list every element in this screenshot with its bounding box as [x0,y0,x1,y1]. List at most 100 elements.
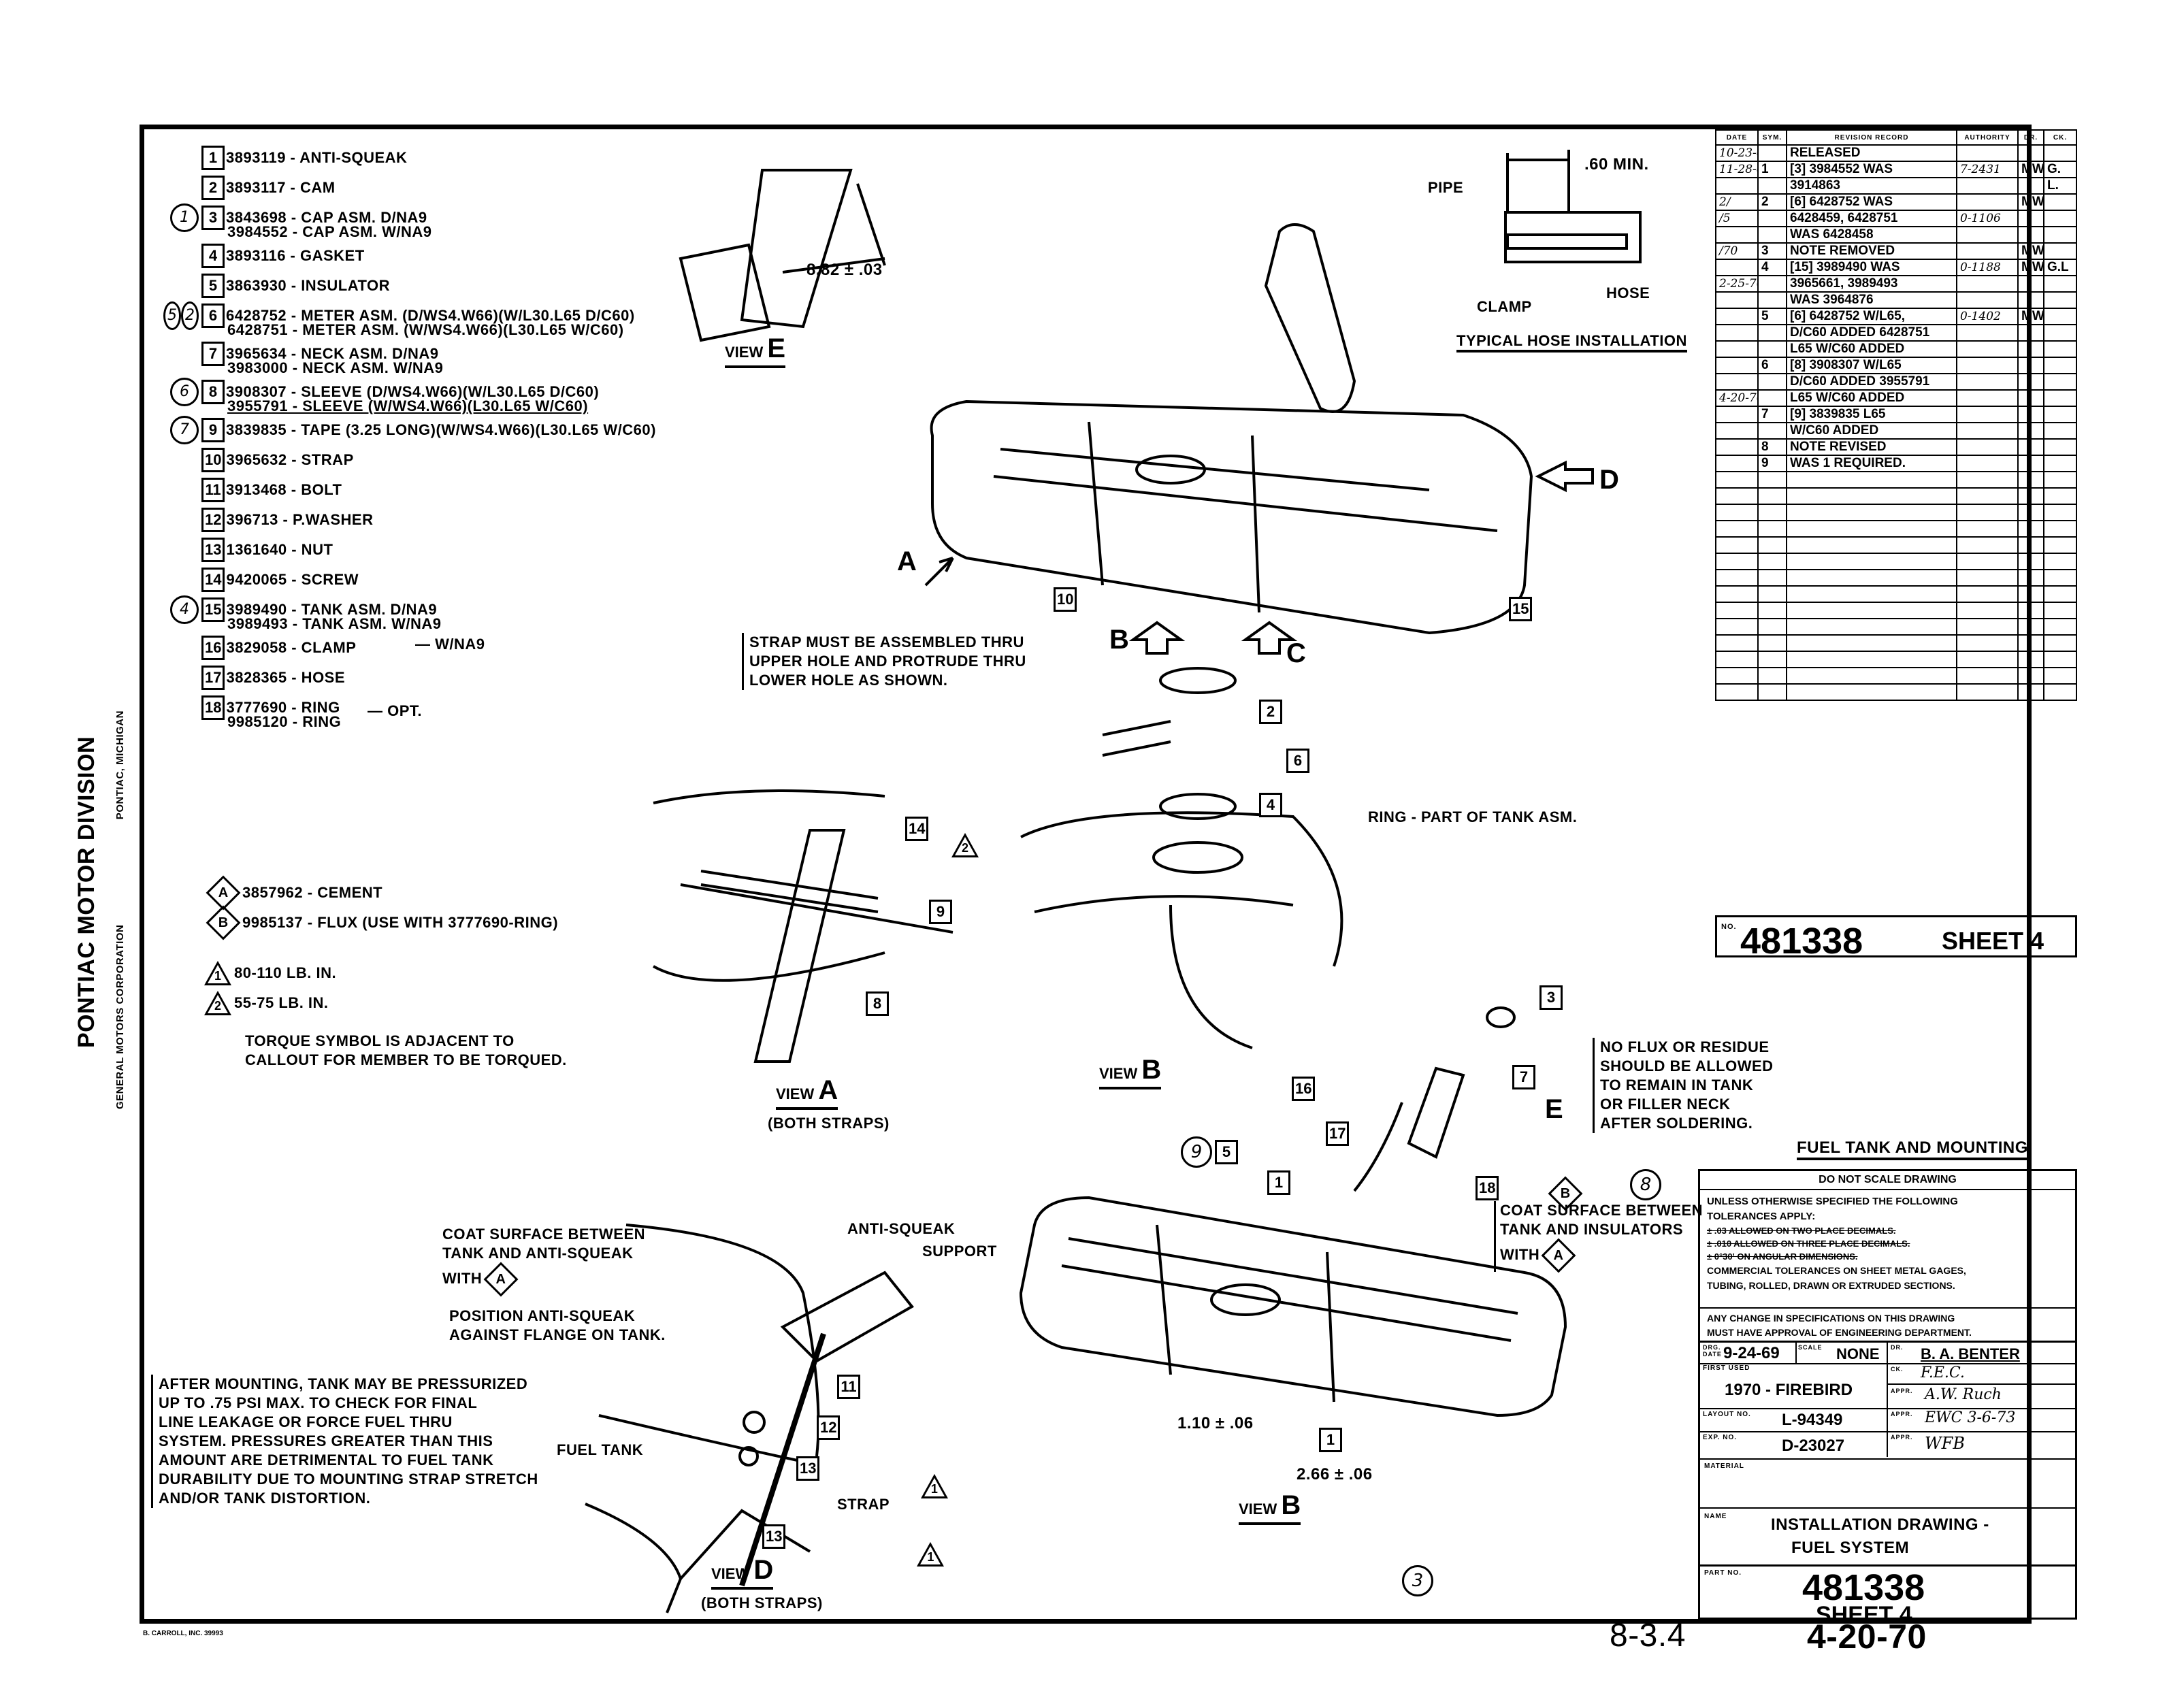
revision-cell [2017,324,2044,342]
layout-cell: LAYOUT NO. L-94349 [1700,1408,1888,1432]
arrow-c-label: C [1286,638,1307,668]
revision-cell: NOTE REMOVED [1786,242,1957,260]
revision-cell [1956,438,2019,456]
title-block-title: FUEL TANK AND MOUNTING [1797,1140,2028,1160]
revision-cell: 7-2431 [1956,161,2019,178]
hose-hose-label: HOSE [1606,284,1650,301]
revision-cell [1715,340,1759,358]
part-line: 3829058 - CLAMP [226,639,357,656]
revision-cell: 10-23-69 [1715,144,1759,162]
revision-cell: 3 [1757,242,1787,260]
revision-cell [2017,210,2044,227]
revision-cell: G.L [2043,259,2077,276]
scale-cell: SCALE NONE [1795,1343,1888,1364]
revision-cell [1956,291,2019,309]
revision-row-blank [1715,683,2077,701]
item-number-box: 11 [201,478,225,502]
corp-line: GENERAL MOTORS CORPORATION PONTIAC, MICH… [114,710,127,1109]
revision-cell: 8 [1757,438,1787,456]
revision-cell: 2/ [1715,193,1759,211]
callout-5: 5 [1215,1140,1238,1164]
callout-6: 6 [1286,749,1309,773]
revision-cell [2017,406,2044,423]
revision-cell: L65 W/C60 ADDED [1786,389,1957,407]
revision-cell [1715,291,1759,309]
revision-row-blank [1715,651,2077,668]
revision-cell: WAS 3964876 [1786,291,1957,309]
revision-cell [2017,340,2044,358]
drawing-number: 481338 [1740,921,1863,962]
revision-cell: 2-25-70 [1715,275,1759,293]
part-line: 3955791 - SLEEVE (W/WS4.W66)(L30.L65 W/C… [227,397,589,414]
no-label: NO. [1721,923,1737,931]
revision-row-blank [1715,667,2077,685]
torque-1-text: 80-110 LB. IN. [234,964,337,981]
cement-a-diamond-icon: A [1541,1238,1576,1273]
material-b-diamond-icon: B [206,905,241,940]
revision-cell: MW [2017,259,2044,276]
revision-cell [1715,226,1759,244]
revision-cell: 4-20-70 [1715,389,1759,407]
item-number-box: 3 [201,206,225,230]
parts-list-row: 3984552 - CAP ASM. W/NA9 [163,223,656,241]
revision-cell [2043,422,2077,440]
item-number-box: 2 [201,176,225,200]
revision-cell: WAS 6428458 [1786,226,1957,244]
revision-circle: 6 [170,378,199,406]
revision-cell [1715,308,1759,325]
revision-cell: 5 [1757,308,1787,325]
dimension-1-10: 1.10 ± .06 [1177,1414,1254,1432]
first-used-cell: FIRST USED 1970 - FIREBIRD [1700,1363,1888,1409]
left-margin: PONTIAC MOTOR DIVISION [74,736,99,1048]
ring-note: RING - PART OF TANK ASM. [1368,808,1578,825]
revision-cell [1956,275,2019,293]
revision-cell: 4 [1757,259,1787,276]
part-number-cell: PART NO. 481338 SHEET 4 [1704,1567,1925,1628]
revision-cell [2043,242,2077,260]
corporation-name: GENERAL MOTORS CORPORATION [114,924,126,1109]
revision-cell: MW [2017,193,2044,211]
view-a-label: VIEW A [776,1075,838,1110]
item-number-box: 6 [201,304,225,328]
revision-cell [2043,308,2077,325]
view-b-bottom-label: VIEW B [1239,1490,1301,1525]
revision-row-blank [1715,520,2077,538]
item-number-box: 9 [201,418,225,442]
view-a-sub: (BOTH STRAPS) [768,1115,890,1132]
part-line: 3965632 - STRAP [226,451,354,468]
item-number-box: 14 [201,568,225,592]
revision-cell [1956,324,2019,342]
revision-cell [2017,177,2044,195]
part-line: 3863930 - INSULATOR [226,277,390,294]
item-number-box: 1 [201,146,225,170]
callout-4: 4 [1259,793,1282,817]
hose-detail-title: TYPICAL HOSE INSTALLATION [1456,333,1687,352]
view-d-anti-squeak-label: ANTI-SQUEAK [847,1220,956,1237]
revision-cell [2017,422,2044,440]
printer-mark: B. CARROLL, INC. 39993 [143,1630,223,1637]
callout-16: 16 [1292,1077,1316,1101]
view-d-fuel-tank-label: FUEL TANK [557,1441,644,1458]
sheet-number: SHEET 4 [1942,927,2044,955]
appr-cell-2: APPR. EWC 3-6-73 [1887,1408,2075,1432]
arrow-b-label: B [1109,625,1130,655]
revision-cell: MW [2017,242,2044,260]
revision-cell: RELEASED [1786,144,1957,162]
revision-cell [2043,340,2077,358]
revision-circle: 1 [170,203,199,232]
appr-cell-1: APPR. A.W. Ruch [1887,1383,2075,1409]
revision-cell [2043,275,2077,293]
revision-cell [1715,177,1759,195]
form-number: PONTIAC FORM 1253 REV. 10-65 [1912,1618,2019,1626]
revision-row-blank [1715,618,2077,636]
